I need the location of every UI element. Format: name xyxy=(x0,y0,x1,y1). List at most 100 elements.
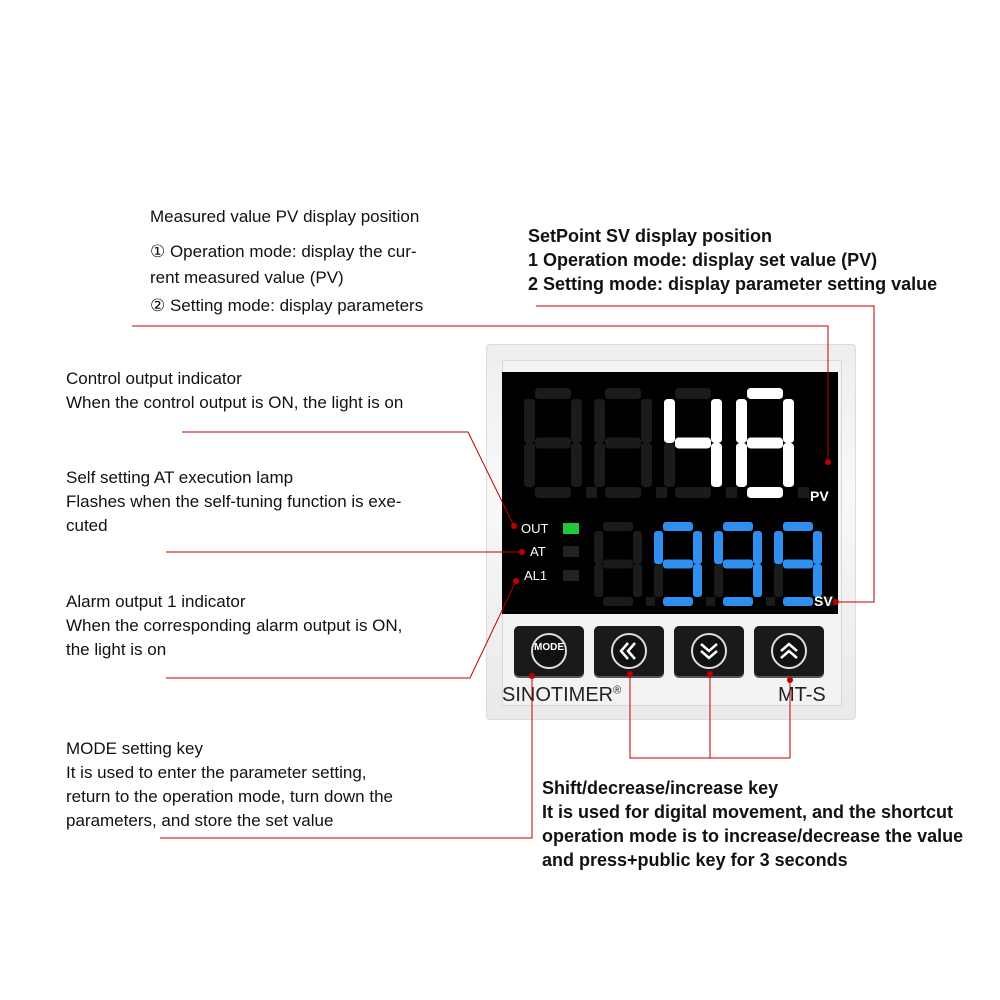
sv-digit-0-segment-b xyxy=(633,531,642,564)
sv-digit-1-segment-d xyxy=(663,597,693,606)
sv-digit-1-decimal-point xyxy=(706,597,715,606)
pv-annotation-line1: ① Operation mode: display the cur- xyxy=(150,242,417,261)
double-chevron-left-icon xyxy=(611,633,647,669)
sv-digit-0-segment-c xyxy=(633,564,642,597)
shift-button[interactable] xyxy=(594,626,664,676)
sv-digit-2-segment-c xyxy=(753,564,762,597)
mode-annotation-line1: It is used to enter the parameter settin… xyxy=(66,763,367,782)
sv-digit-0-decimal-point xyxy=(646,597,655,606)
mode-annotation-title: MODE setting key xyxy=(66,739,203,758)
pv-digit-1-segment-c xyxy=(641,443,652,487)
pv-annotation-line3: ② Setting mode: display parameters xyxy=(150,296,424,315)
sv-annotation-line2: 2 Setting mode: display parameter settin… xyxy=(528,274,938,294)
sv-digit-1-segment-f xyxy=(654,531,663,564)
sv-annotation-title: SetPoint SV display position xyxy=(528,226,773,246)
keys-annotation-title: Shift/decrease/increase key xyxy=(542,778,779,798)
pv-digit-2-segment-d xyxy=(675,487,711,498)
display-screen xyxy=(502,372,838,614)
decrease-button[interactable] xyxy=(674,626,744,676)
out-annotation-title: Control output indicator xyxy=(66,369,242,388)
indicator-label-al1: AL1 xyxy=(524,568,548,583)
sv-digit-0-segment-d xyxy=(603,597,633,606)
pv-digit-2-segment-c xyxy=(711,443,722,487)
pv-digit-0-decimal-point xyxy=(586,487,597,498)
sv-digit-3-segment-d xyxy=(783,597,813,606)
pv-digit-3-segment-a xyxy=(747,388,783,399)
pv-digit-3-segment-e xyxy=(736,443,747,487)
out-annotation-line1: When the control output is ON, the light… xyxy=(66,393,404,412)
pv-digit-2-segment-e xyxy=(664,443,675,487)
indicator-led-al1 xyxy=(563,570,579,581)
at-annotation-line1: Flashes when the self-tuning function is… xyxy=(66,492,402,511)
sv-digit-2-segment-d xyxy=(723,597,753,606)
keys-annotation-line3: and press+public key for 3 seconds xyxy=(542,850,848,870)
pv-digit-0-segment-e xyxy=(524,443,535,487)
indicator-led-out xyxy=(563,523,579,534)
sv-digit-3-decimal-point xyxy=(826,597,835,606)
sv-digit-1-segment-e xyxy=(654,564,663,597)
at-annotation-title: Self setting AT execution lamp xyxy=(66,468,294,487)
pointer-dot-at xyxy=(519,549,525,555)
pointer-dot-decrease xyxy=(707,671,713,677)
pv-digit-1-segment-b xyxy=(641,399,652,443)
double-chevron-up-icon xyxy=(771,633,807,669)
pointer-dot-sv xyxy=(833,599,839,605)
pv-digit-2-segment-g xyxy=(675,437,711,449)
sv-digit-1-segment-g xyxy=(663,559,693,569)
pv-digit-0-segment-a xyxy=(535,388,571,399)
al-annotation-line1: When the corresponding alarm output is O… xyxy=(66,616,403,635)
pointer-dot-shift xyxy=(627,671,633,677)
sv-digit-2-segment-e xyxy=(714,564,723,597)
pointer-dot-out xyxy=(511,523,517,529)
al-annotation-title: Alarm output 1 indicator xyxy=(66,592,246,611)
pv-digit-0-segment-d xyxy=(535,487,571,498)
sv-digit-2-segment-g xyxy=(723,559,753,569)
pv-digit-1-segment-e xyxy=(594,443,605,487)
sv-digit-3-segment-a xyxy=(783,522,813,531)
pointer-dot-increase xyxy=(787,677,793,683)
double-chevron-down-icon xyxy=(691,633,727,669)
leader-line-pv xyxy=(132,325,829,462)
keys-annotation-line2: operation mode is to increase/decrease t… xyxy=(542,826,964,846)
sv-digit-1-segment-c xyxy=(693,564,702,597)
pv-digit-0-segment-c xyxy=(571,443,582,487)
pv-digit-3-segment-d xyxy=(747,487,783,498)
brand-name: SINOTIMER® xyxy=(502,684,621,707)
pv-annotation-title: Measured value PV display position xyxy=(150,207,420,226)
at-annotation-line2: cuted xyxy=(66,516,108,535)
pv-digit-3-decimal-point xyxy=(798,487,809,498)
pv-digit-2-segment-b xyxy=(711,399,722,443)
mode-button-ring xyxy=(531,633,567,669)
digit-display xyxy=(524,388,835,606)
pv-unit-label: PV xyxy=(810,488,829,504)
trademark-symbol: ® xyxy=(613,684,622,697)
brand-text: SINOTIMER xyxy=(502,684,614,706)
sv-unit-label: SV xyxy=(814,593,833,609)
pv-digit-1-segment-a xyxy=(605,388,641,399)
sv-digit-0-segment-g xyxy=(603,559,633,569)
pv-digit-2-segment-a xyxy=(675,388,711,399)
pv-digit-2-decimal-point xyxy=(726,487,737,498)
sv-digit-3-segment-b xyxy=(813,531,822,564)
leader-line-out xyxy=(182,431,515,527)
sv-digit-3-segment-f xyxy=(774,531,783,564)
keys-annotation-line1: It is used for digital movement, and the… xyxy=(542,802,954,822)
sv-digit-3-segment-g xyxy=(783,559,813,569)
indicator-label-at: AT xyxy=(530,544,546,559)
pv-digit-0-segment-b xyxy=(571,399,582,443)
pv-digit-1-segment-g xyxy=(605,437,641,449)
sv-digit-3-segment-e xyxy=(774,564,783,597)
mode-annotation-line2: return to the operation mode, turn down … xyxy=(66,787,393,806)
sv-annotation-line1: 1 Operation mode: display set value (PV) xyxy=(528,250,878,270)
indicator-led-at xyxy=(563,546,579,557)
pointer-dot-mode xyxy=(529,673,535,679)
sv-digit-2-segment-f xyxy=(714,531,723,564)
sv-digit-0-segment-e xyxy=(594,564,603,597)
leader-line-mode xyxy=(160,676,533,839)
indicator-label-out: OUT xyxy=(521,521,549,536)
sv-digit-1-segment-a xyxy=(663,522,693,531)
increase-button[interactable] xyxy=(754,626,824,676)
pv-digit-0-segment-f xyxy=(524,399,535,443)
mode-button[interactable]: MODE xyxy=(514,626,584,676)
